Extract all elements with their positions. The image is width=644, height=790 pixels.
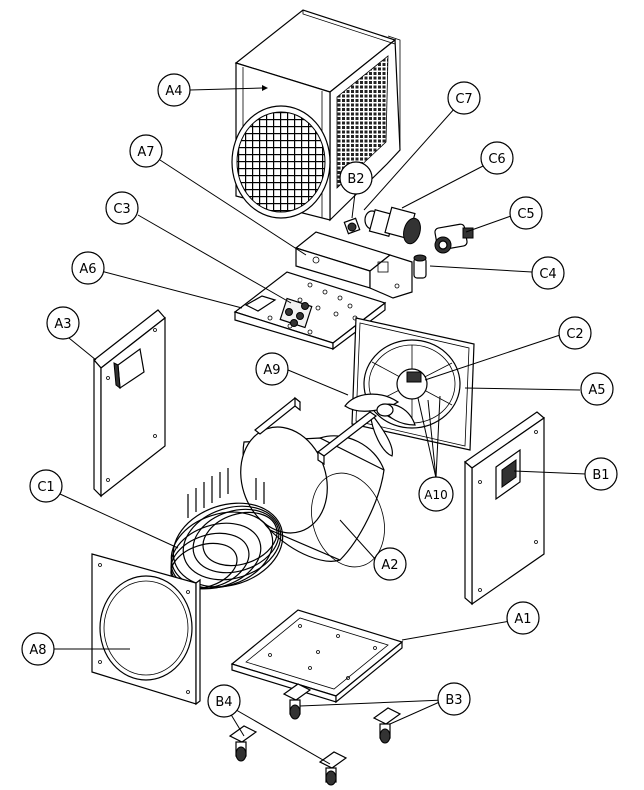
- part-b1-right-panel: [464, 411, 545, 606]
- label-c3-text: C3: [113, 202, 130, 217]
- leader-lines: [54, 85, 587, 765]
- part-a1-base-tray: [230, 609, 404, 704]
- part-b2-knob: [343, 217, 361, 235]
- part-a7-control-bracket: [294, 231, 413, 299]
- label-c7: C7: [447, 81, 481, 115]
- part-c5-thermostat: [434, 223, 474, 254]
- label-a4-text: A4: [165, 84, 182, 99]
- label-b2-text: B2: [347, 172, 364, 187]
- label-c1: C1: [29, 469, 63, 503]
- part-a3-left-panel: [93, 309, 166, 498]
- label-a6-text: A6: [79, 262, 96, 277]
- part-c1-heating-coil: [170, 468, 284, 590]
- label-c6: C6: [480, 141, 514, 175]
- part-c3-terminal-block: [279, 297, 313, 329]
- label-c6-text: C6: [488, 152, 505, 167]
- label-c2-text: C2: [566, 327, 583, 342]
- label-b1: B1: [584, 457, 618, 491]
- part-c4-capacitor: [413, 254, 427, 279]
- part-c6-c7-switch-assembly: [364, 206, 421, 245]
- label-a10-text: A10: [424, 488, 447, 502]
- label-a2: A2: [373, 547, 407, 581]
- label-a5-text: A5: [588, 383, 605, 398]
- label-c4: C4: [531, 256, 565, 290]
- label-a1: A1: [506, 601, 540, 635]
- label-b2: B2: [339, 161, 373, 195]
- label-c3: C3: [105, 191, 139, 225]
- label-a2-text: A2: [381, 558, 398, 573]
- label-a8: A8: [21, 632, 55, 666]
- label-c1-text: C1: [37, 480, 54, 495]
- part-a8-front-frame: [91, 553, 201, 706]
- label-c5-text: C5: [517, 207, 534, 222]
- label-a5: A5: [580, 372, 614, 406]
- label-c4-text: C4: [539, 267, 556, 282]
- label-b4-text: B4: [215, 695, 232, 710]
- label-a10: A10: [418, 476, 454, 512]
- label-b4: B4: [207, 684, 241, 718]
- label-a7-text: A7: [137, 145, 154, 160]
- label-b3-text: B3: [445, 693, 462, 708]
- part-a9-fan-blade: [344, 393, 416, 457]
- label-b3: B3: [437, 682, 471, 716]
- label-a3: A3: [46, 306, 80, 340]
- part-b3-caster-1: [282, 683, 312, 720]
- label-a9: A9: [255, 352, 289, 386]
- label-a6: A6: [71, 251, 105, 285]
- label-a9-text: A9: [263, 363, 280, 378]
- label-a3-text: A3: [54, 317, 71, 332]
- part-c2-fan-motor: [396, 368, 428, 400]
- label-a1-text: A1: [514, 612, 531, 627]
- label-c5: C5: [509, 196, 543, 230]
- label-c7-text: C7: [455, 92, 472, 107]
- part-b3-caster-2: [372, 707, 402, 744]
- label-a8-text: A8: [29, 643, 46, 658]
- label-b1-text: B1: [592, 468, 609, 483]
- part-b4-caster-2: [318, 751, 348, 786]
- label-a7: A7: [129, 134, 163, 168]
- label-c2: C2: [558, 316, 592, 350]
- part-a4-top-housing: [231, 9, 401, 222]
- part-b4-caster-1: [228, 725, 258, 762]
- label-a4: A4: [157, 73, 191, 107]
